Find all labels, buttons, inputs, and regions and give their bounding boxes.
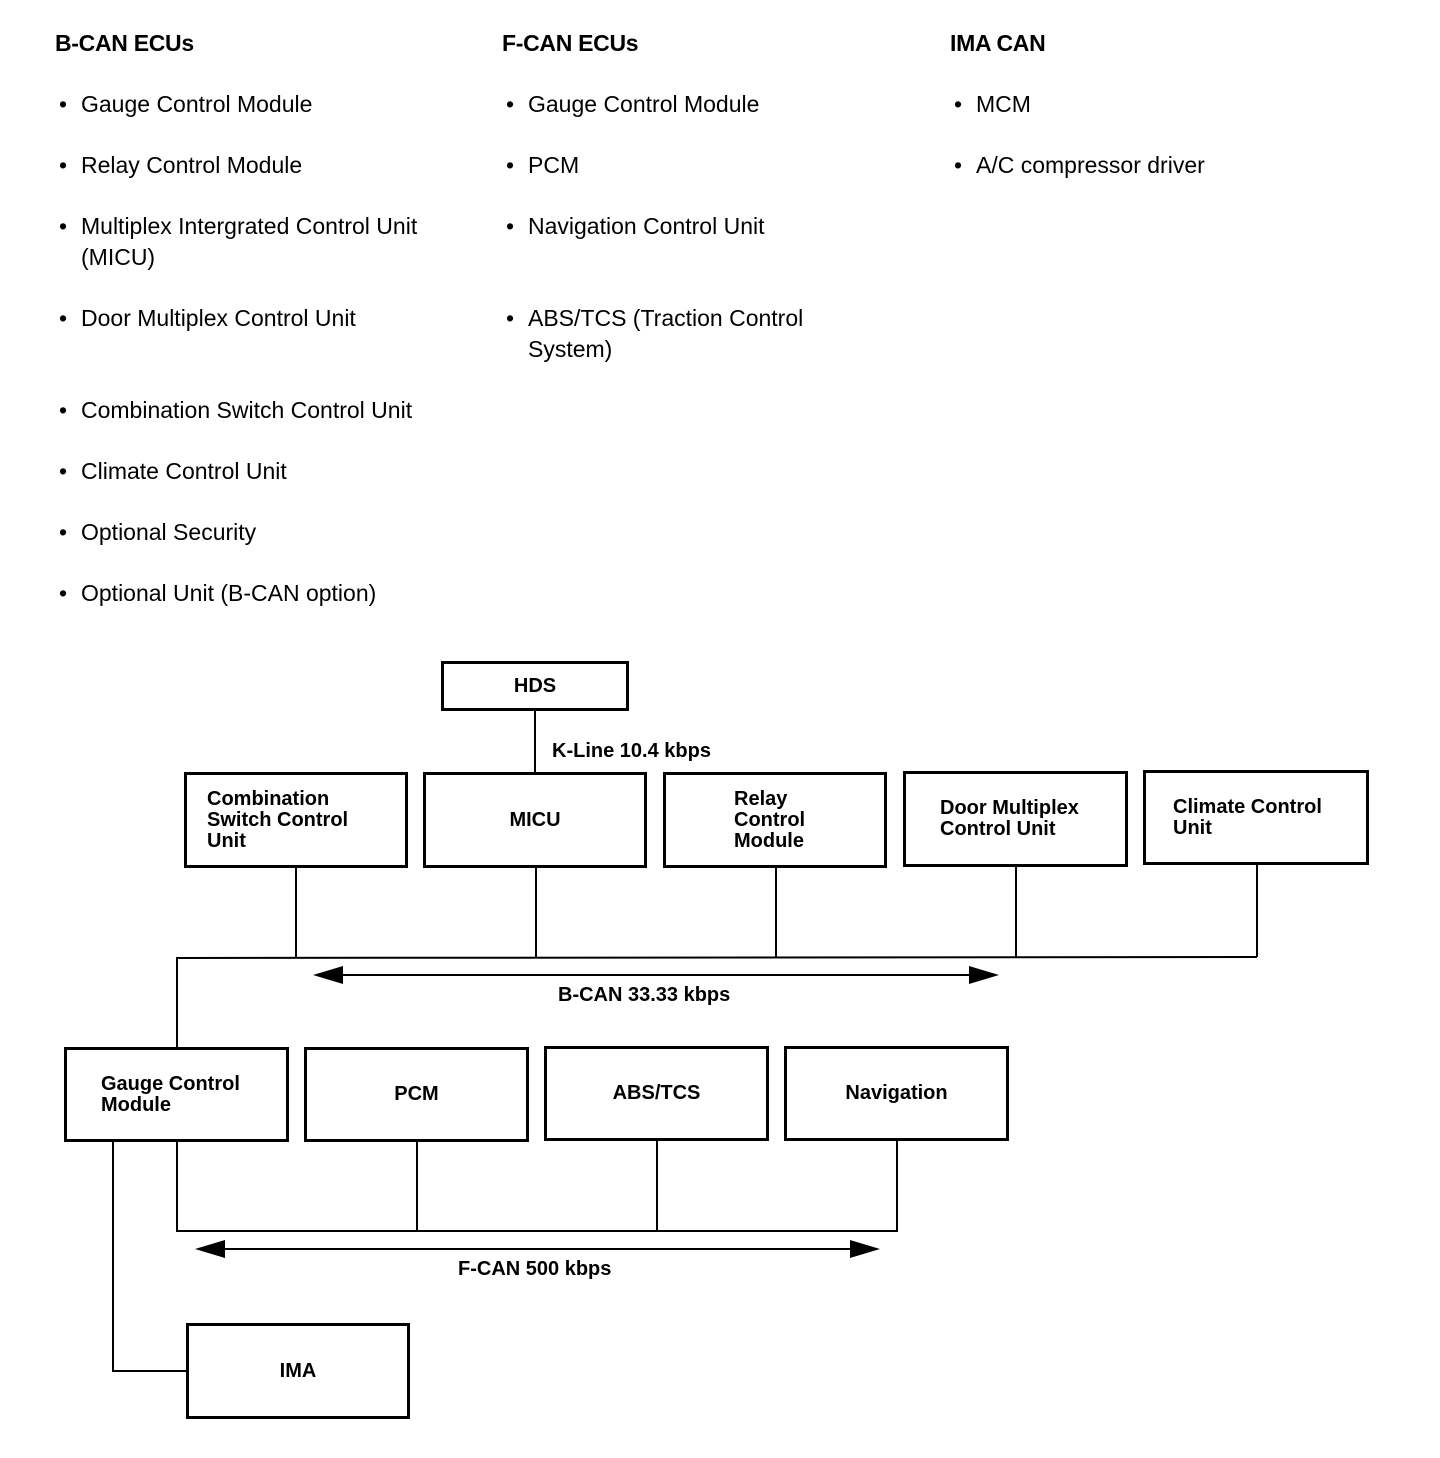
node-label: Control <box>734 808 806 831</box>
list-item: Gauge Control Module <box>55 89 495 120</box>
list-item: Gauge Control Module <box>502 89 882 120</box>
node-label: Control Unit <box>940 818 1056 840</box>
navigation-node: Navigation <box>784 1046 1009 1141</box>
list-item: PCM <box>502 150 882 181</box>
node-label: Door Multiplex <box>940 797 1079 819</box>
node-label: Gauge Control <box>101 1072 240 1095</box>
bcan-column-title: B-CAN ECUs <box>55 30 194 56</box>
pcm-node: PCM <box>304 1047 529 1142</box>
node-label: Combination <box>207 787 330 810</box>
node-label: Relay <box>734 787 788 810</box>
node-label: MICU <box>509 808 561 831</box>
bcan-ecu-list: Gauge Control Module Relay Control Modul… <box>55 89 495 609</box>
micu-node: MICU <box>423 772 647 868</box>
node-label: Module <box>101 1093 171 1116</box>
list-item: Combination Switch Control Unit <box>55 395 495 426</box>
list-item: Door Multiplex Control Unit <box>55 303 495 334</box>
list-item: Optional Security <box>55 517 495 548</box>
node-label: Unit <box>207 829 246 852</box>
list-item: Multiplex Intergrated Control Unit (MICU… <box>55 211 481 273</box>
list-item: Navigation Control Unit <box>502 211 882 242</box>
bcan-bus-label: B-CAN 33.33 kbps <box>558 984 731 1006</box>
node-label: ABS/TCS <box>612 1082 701 1104</box>
ima-can-list: MCM A/C compressor driver <box>950 89 1350 181</box>
list-item: Relay Control Module <box>55 150 495 181</box>
hds-label: HDS <box>513 674 557 697</box>
fcan-ecu-list: Gauge Control Module PCM Navigation Cont… <box>502 89 882 365</box>
node-label: IMA <box>279 1359 317 1382</box>
fcan-column-title: F-CAN ECUs <box>502 30 639 56</box>
node-label: Navigation <box>845 1082 948 1104</box>
node-label: Switch Control <box>207 808 349 831</box>
list-item: Climate Control Unit <box>55 456 495 487</box>
ima-column-title: IMA CAN <box>950 30 1046 56</box>
node-label: Climate Control <box>1173 795 1322 818</box>
node-label: Unit <box>1173 816 1212 839</box>
list-item: MCM <box>950 89 1350 120</box>
list-item: Optional Unit (B-CAN option) <box>55 578 495 609</box>
list-item: A/C compressor driver <box>950 150 1350 181</box>
list-item: ABS/TCS (Traction Control System) <box>502 303 848 365</box>
kline-label: K-Line 10.4 kbps <box>552 740 711 762</box>
abs-tcs-node: ABS/TCS <box>544 1046 769 1141</box>
node-label: PCM <box>394 1083 439 1105</box>
ima-node: IMA <box>186 1323 410 1419</box>
fcan-bus-label: F-CAN 500 kbps <box>458 1258 612 1280</box>
node-label: Module <box>734 829 804 852</box>
arrowheads <box>195 966 999 1258</box>
hds-box: HDS <box>441 661 629 711</box>
